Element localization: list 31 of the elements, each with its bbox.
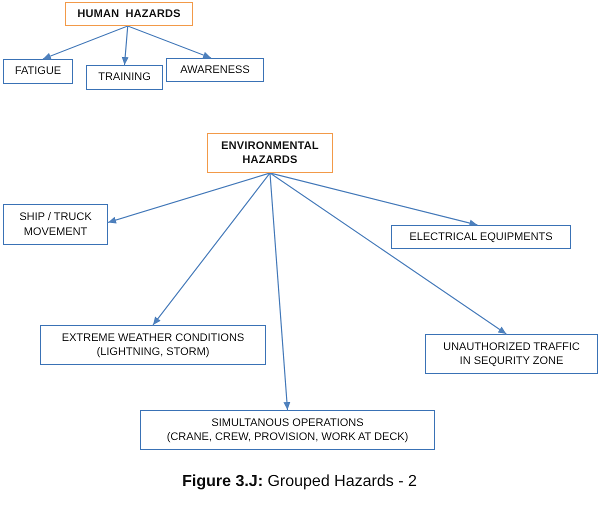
arrow	[122, 26, 129, 66]
category-box	[207, 133, 333, 173]
arrow	[128, 25, 212, 59]
node-label: HUMAN HAZARDS	[77, 6, 181, 22]
arrow	[270, 172, 478, 226]
node-label: ENVIRONMENTAL HAZARDS	[220, 138, 320, 168]
node-label: AWARENESS	[180, 62, 250, 78]
node-label: ELECTRICAL EQUIPMENTS	[409, 230, 553, 244]
arrow	[108, 172, 270, 224]
hazard-box	[140, 410, 435, 450]
node-label: SIMULTANOUS OPERATIONS	[211, 416, 364, 430]
arrow	[152, 172, 270, 326]
hazard-box	[391, 225, 571, 249]
hazard-box	[166, 58, 264, 82]
hazard-box	[86, 65, 163, 90]
node-label: (CRANE, CREW, PROVISION, WORK AT DECK)	[166, 430, 408, 444]
hazard-box	[3, 204, 108, 245]
node-label: EXTREME WEATHER CONDITIONS	[62, 330, 244, 345]
hazard-box	[40, 325, 266, 365]
node-label: TRAINING	[98, 70, 151, 85]
arrow	[269, 172, 290, 410]
node-label: FATIGUE	[14, 64, 62, 79]
arrow	[42, 25, 128, 60]
node-label: SHIP / TRUCK MOVEMENT	[18, 210, 93, 239]
arrow	[270, 172, 507, 334]
node-label: (LIGHTNING, STORM)	[96, 345, 210, 360]
hazard-box	[425, 334, 598, 374]
hazard-box	[3, 59, 73, 84]
figure-caption: Figure 3.J: Grouped Hazards - 2	[182, 472, 417, 492]
category-box	[65, 2, 193, 26]
node-label: UNAUTHORIZED TRAFFIC IN SEQURITY ZONE	[442, 340, 581, 368]
